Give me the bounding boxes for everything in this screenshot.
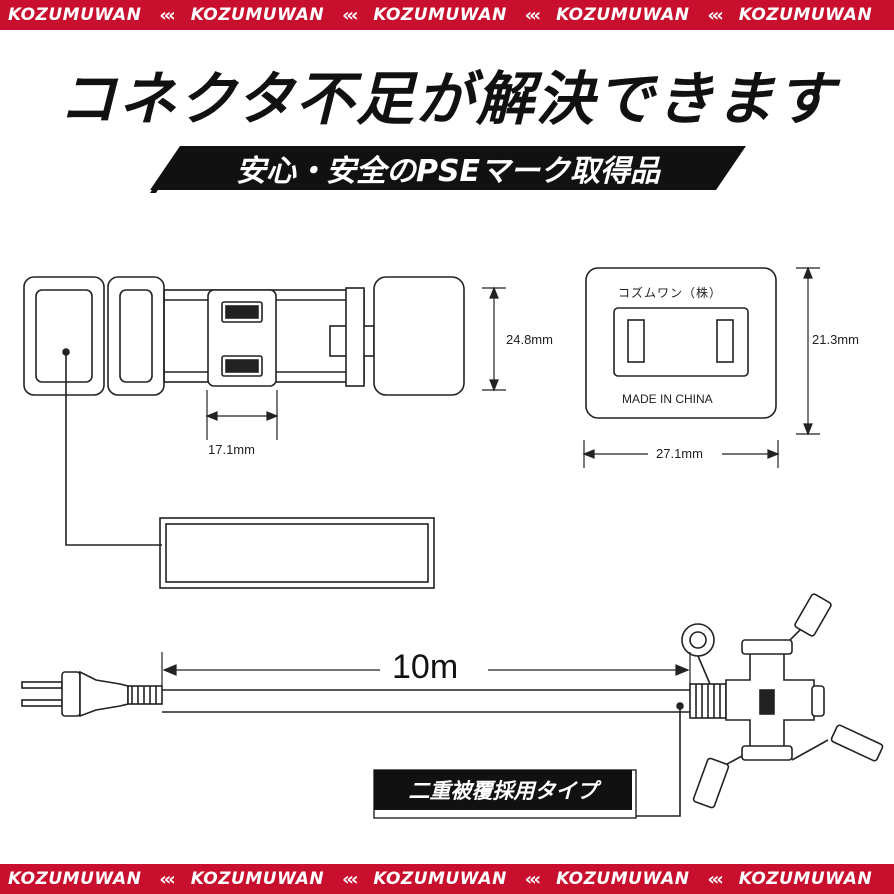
double-coating-tag: 二重被覆採用タイプ [368,764,638,816]
bottom-brand-banner: KOZUMUWAN ‹‹‹ KOZUMUWAN ‹‹‹ KOZUMUWAN ‹‹… [0,864,894,894]
chevron-icon: ‹‹‹ [159,868,175,890]
brand-text: KOZUMUWAN [556,5,690,25]
brand-text: KOZUMUWAN [8,5,142,25]
chevron-icon: ‹‹‹ [342,868,358,890]
chevron-icon: ‹‹‹ [159,4,175,26]
subtitle-band-shape [150,146,746,193]
brand-text: KOZUMUWAN [373,5,507,25]
chevron-icon: ‹‹‹ [524,4,541,26]
headline: コネクタ不足が解決できます [58,65,836,133]
plug-head [61,671,81,717]
brand-text: KOZUMUWAN [738,5,873,25]
plug-prong [21,681,63,689]
brand-text: KOZUMUWAN [738,869,873,889]
strip-end-cap-right [373,276,465,396]
top-brand-banner: KOZUMUWAN ‹‹‹ KOZUMUWAN ‹‹‹ KOZUMUWAN ‹‹… [0,0,894,30]
dim-pitch-label: 17.1mm [208,442,255,457]
brand-text: KOZUMUWAN [190,869,325,889]
dim-plate-height-label: 21.3mm [812,332,859,347]
brand-text: KOZUMUWAN [8,869,142,889]
subtitle: 安心・安全のPSEマーク取得品 [235,154,661,189]
cord-length-label: 10m [392,648,459,686]
brand-text: KOZUMUWAN [556,869,690,889]
strip-end-cap [23,276,105,396]
dim-height-label: 24.8mm [506,332,553,347]
dim-plate-width-label: 27.1mm [656,446,703,461]
outlet-block [207,289,277,387]
brand-text: KOZUMUWAN [373,869,507,889]
plate-maker: コズムワン（株） [618,286,723,300]
tag-text: 二重被覆採用タイプ [374,770,632,810]
strip-clip [107,276,165,396]
plate-origin: MADE IN CHINA [622,392,713,406]
chevron-icon: ‹‹‹ [524,868,541,890]
label-plate [159,517,435,589]
chevron-icon: ‹‹‹ [342,4,358,26]
brand-text: KOZUMUWAN [190,5,325,25]
chevron-icon: ‹‹‹ [707,868,723,890]
plug-prong [21,699,63,707]
chevron-icon: ‹‹‹ [707,4,723,26]
subtitle-band: 安心・安全のPSEマーク取得品 [150,143,746,193]
outlet-faceplate [585,267,777,419]
ring-terminal [681,623,715,657]
